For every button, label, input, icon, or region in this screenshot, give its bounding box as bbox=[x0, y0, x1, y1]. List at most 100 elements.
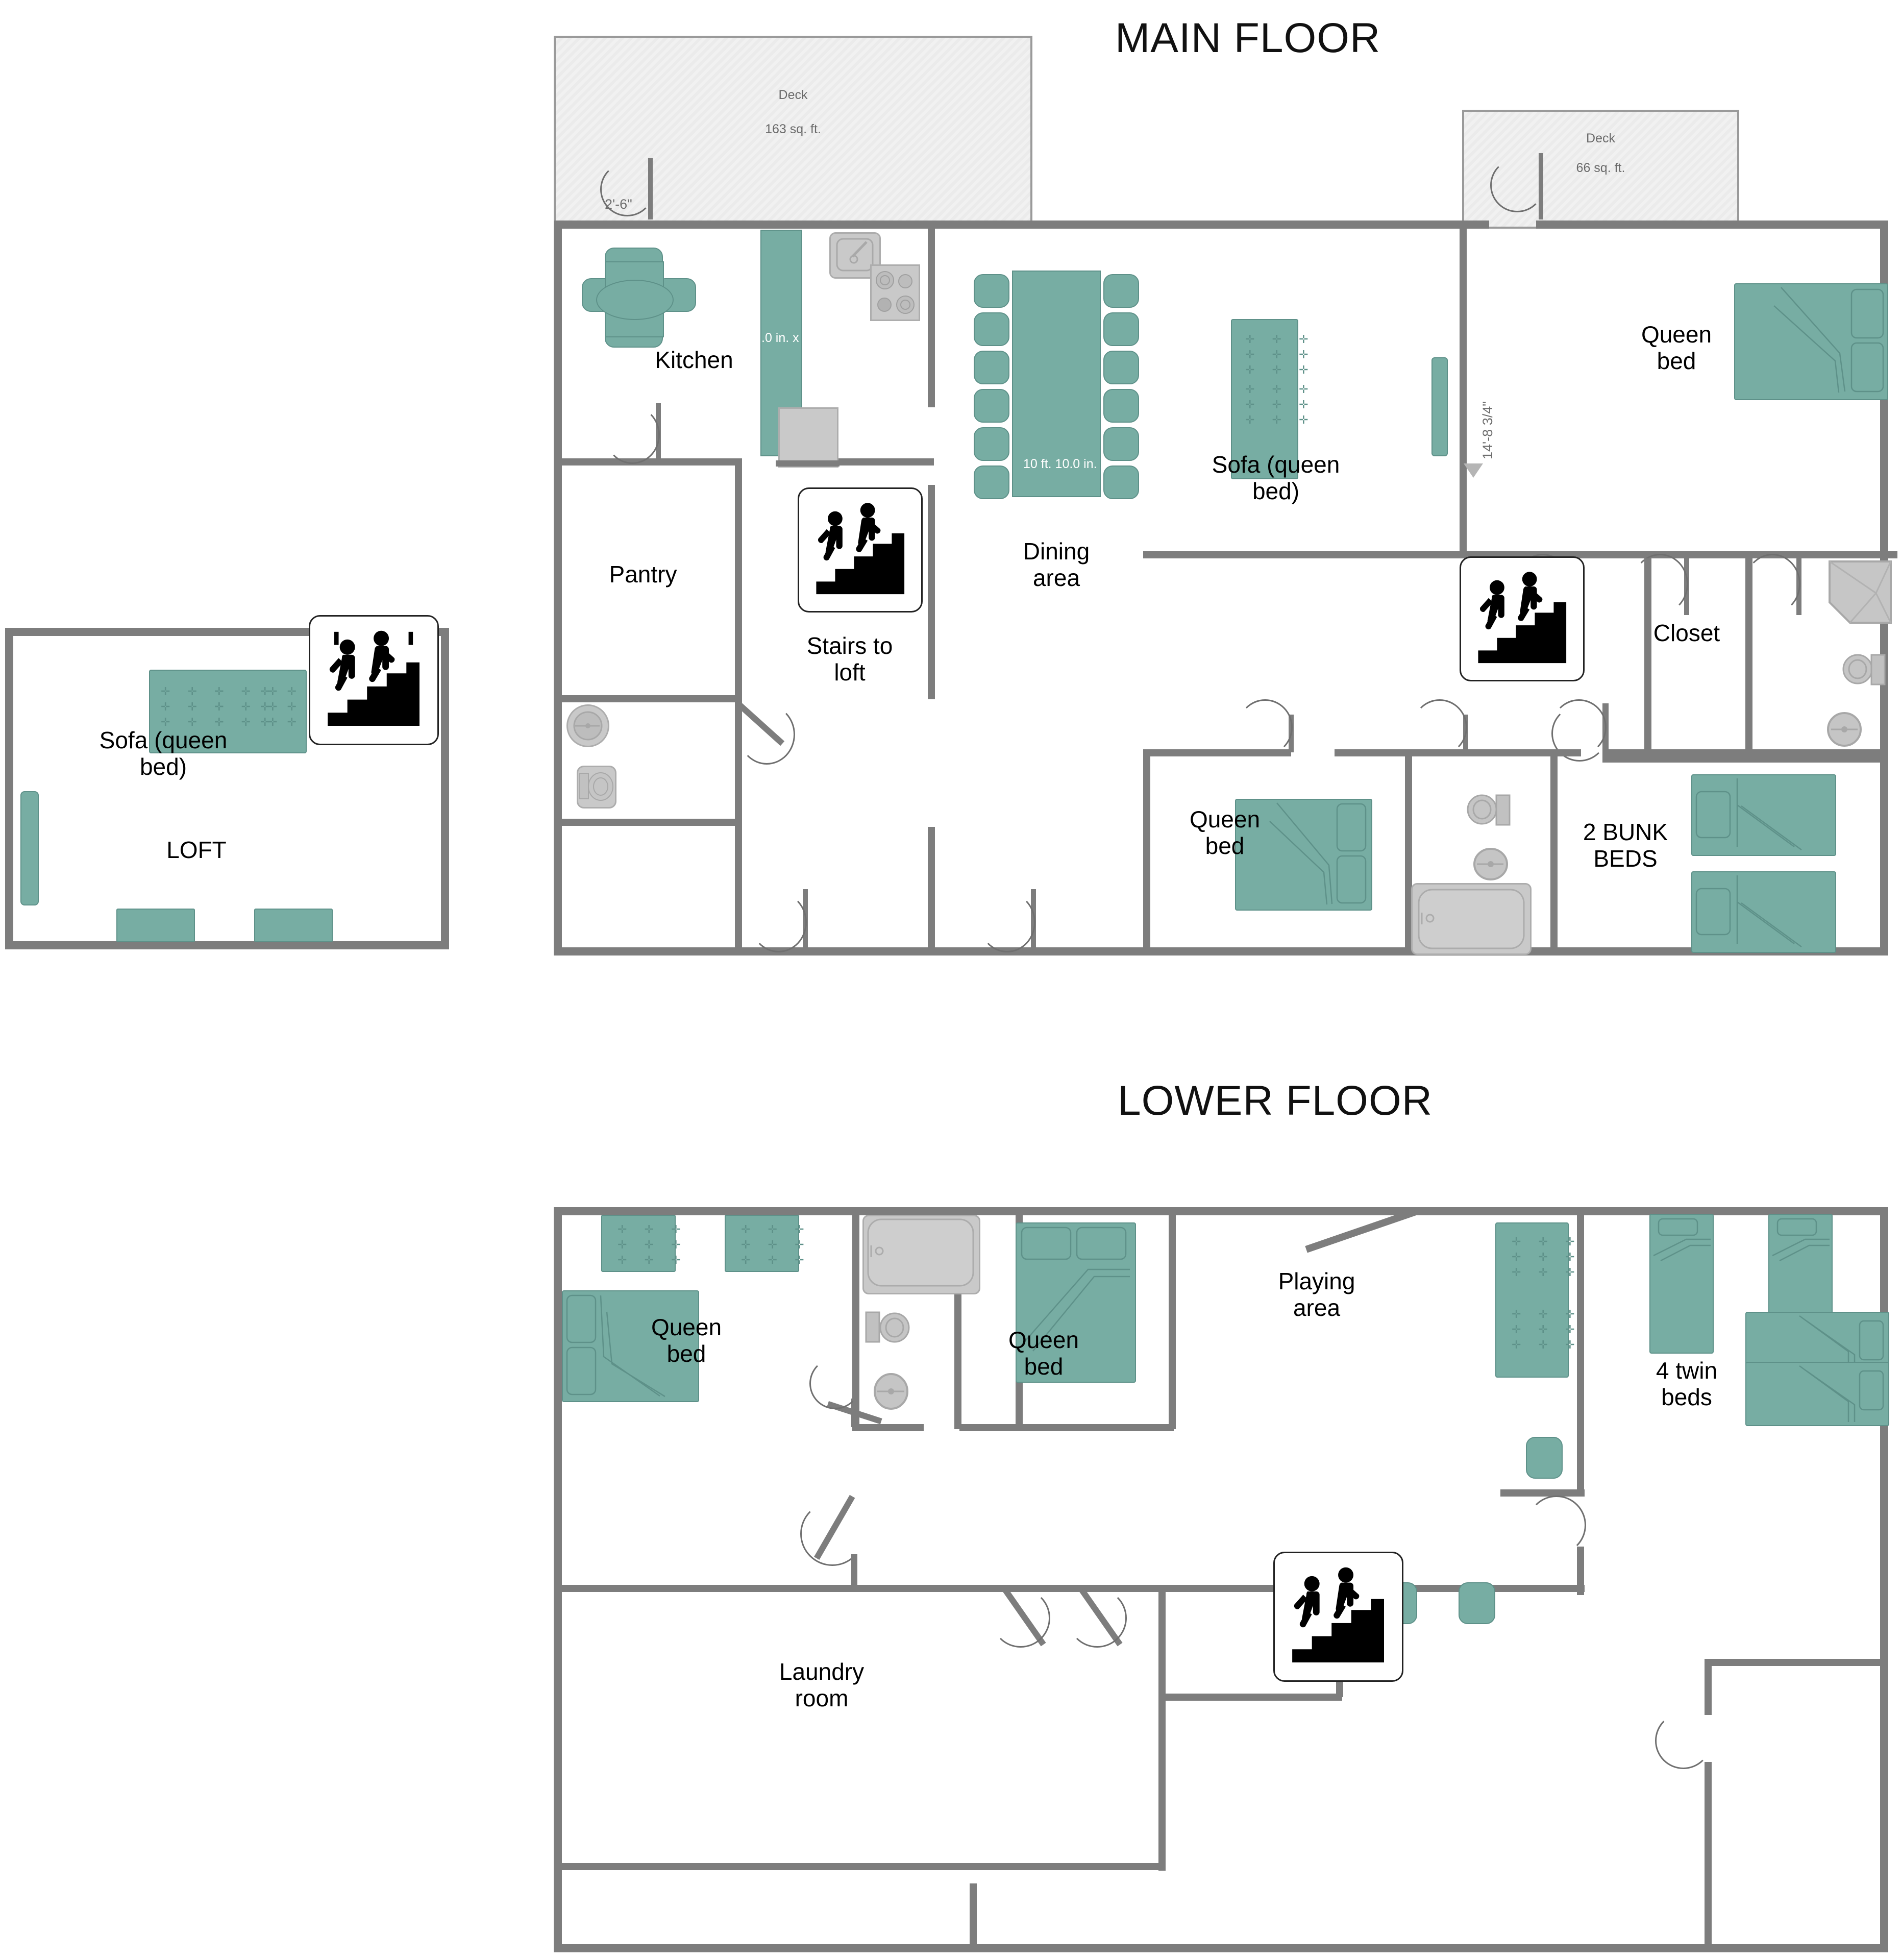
lower-wall-left bbox=[554, 1207, 562, 1952]
dining-chair-r2 bbox=[1103, 312, 1139, 346]
lower-toilet-icon bbox=[865, 1304, 919, 1353]
door-swing-kitchen-pantry bbox=[605, 406, 660, 464]
dining-chair-r4 bbox=[1103, 389, 1139, 423]
stove-icon bbox=[870, 264, 920, 321]
lower-bathtub-icon bbox=[862, 1215, 980, 1294]
lower-wall-bottom-stub bbox=[970, 1883, 977, 1950]
door-swing-br-3 bbox=[1551, 699, 1607, 755]
lower-wall-play-bottom-jog bbox=[1500, 1489, 1585, 1497]
lower-sofa-b bbox=[725, 1215, 799, 1272]
label-pantry: Pantry bbox=[609, 561, 677, 587]
exterior-wall-left bbox=[554, 220, 562, 955]
wall-pantry-right bbox=[735, 458, 742, 698]
wall-bath-right bbox=[1550, 753, 1558, 955]
wall-br-left bbox=[1143, 750, 1150, 954]
loft-tv bbox=[20, 791, 39, 905]
door-swing-br-1 bbox=[1238, 699, 1293, 755]
lower-door-swing-twin bbox=[1527, 1496, 1586, 1555]
label-dining-area: Dining area bbox=[1023, 538, 1090, 591]
lower-queen-bed-mid bbox=[1016, 1222, 1136, 1383]
sofa-queen-bed-main bbox=[1231, 319, 1298, 479]
deck-66-label: Deck bbox=[1586, 131, 1615, 145]
label-loft-sofa: Sofa (queen bed) bbox=[99, 727, 228, 780]
lower-wall-br2-bottom bbox=[1021, 1424, 1174, 1431]
lower-wall-laundry-top bbox=[554, 1585, 1161, 1592]
dining-chair-l5 bbox=[974, 427, 1009, 461]
wall-closet-bottom bbox=[1602, 755, 1888, 763]
label-playing-area: Playing area bbox=[1278, 1268, 1355, 1321]
lower-wall-closet-left-lower bbox=[1705, 1762, 1712, 1951]
deck-door-swing bbox=[600, 162, 654, 216]
refrigerator-icon bbox=[778, 407, 838, 468]
wall-br-top-4 bbox=[1605, 749, 1888, 756]
stairs-people-icon-lower[interactable] bbox=[1273, 1552, 1403, 1682]
label-queen-bed-lower: Queen bed bbox=[1189, 806, 1261, 859]
deck-66-area: 66 sq. ft. bbox=[1576, 161, 1625, 175]
lower-wall-closet-top bbox=[1705, 1659, 1888, 1666]
shower-icon bbox=[1827, 556, 1893, 628]
wall-pantry-top-left bbox=[554, 458, 737, 465]
exterior-wall-top-deck-jog bbox=[1460, 220, 1489, 229]
lower-wall-top-left bbox=[554, 1207, 1301, 1215]
stairs-people-icon-main-right[interactable] bbox=[1460, 556, 1585, 681]
dining-chair-l2 bbox=[974, 312, 1009, 346]
wall-stairs-left-lower bbox=[928, 827, 935, 954]
tv-console-main bbox=[1431, 357, 1448, 456]
loft-wall-bottom bbox=[5, 941, 449, 949]
label-lower-queen-left: Queen bed bbox=[651, 1314, 722, 1367]
lower-play-stool-3 bbox=[1459, 1582, 1495, 1624]
bunk-bed-upper bbox=[1691, 774, 1836, 856]
dining-chair-l3 bbox=[974, 351, 1009, 384]
queen-bed-main-lower bbox=[1235, 799, 1372, 911]
toilet-icon-hall bbox=[1461, 786, 1514, 833]
exterior-wall-top-mid bbox=[1031, 220, 1460, 229]
queen-bed-main-upper bbox=[1734, 283, 1888, 400]
wall-kitchen-right bbox=[928, 229, 935, 407]
door-swing-bottom-2 bbox=[979, 892, 1035, 952]
wall-pantry-bottom bbox=[554, 695, 742, 702]
exterior-wall-bottom bbox=[554, 947, 1888, 955]
dining-chair-r5 bbox=[1103, 427, 1139, 461]
dimension-2-6: 2'-6" bbox=[605, 197, 632, 212]
label-four-twin-beds: 4 twin beds bbox=[1656, 1357, 1718, 1410]
lower-door-swing-hall-a bbox=[800, 1502, 865, 1566]
main-floor-title: MAIN FLOOR bbox=[1115, 15, 1381, 61]
lower-floor-title: LOWER FLOOR bbox=[1118, 1077, 1433, 1124]
loft-bench-left bbox=[116, 909, 195, 942]
stairs-people-icon-loft[interactable] bbox=[798, 487, 923, 612]
label-bunk-beds: 2 BUNK BEDS bbox=[1583, 819, 1668, 872]
lower-door-swing-bath bbox=[809, 1358, 861, 1409]
wall-stairs-left bbox=[928, 485, 935, 699]
dining-table bbox=[1012, 271, 1101, 497]
label-sofa-queen-bed-main: Sofa (queen bed) bbox=[1212, 451, 1340, 504]
exterior-wall-top-right bbox=[1536, 220, 1888, 229]
door-swing-bath bbox=[738, 704, 795, 765]
dining-chair-r6 bbox=[1103, 465, 1139, 499]
exterior-wall-top-left bbox=[554, 220, 1031, 229]
toilet-icon bbox=[577, 766, 616, 808]
stairs-people-icon-loft-badge[interactable] bbox=[309, 615, 439, 745]
label-queen-bed-upper: Queen bed bbox=[1641, 321, 1712, 374]
loft-wall-left bbox=[5, 628, 13, 949]
door-swing-br-2 bbox=[1412, 699, 1467, 755]
lower-wall-laundry-right bbox=[1158, 1585, 1166, 1871]
lower-hall-jamb bbox=[851, 1554, 857, 1590]
dimension-14-8: 14'-8 3/4" bbox=[1480, 401, 1495, 459]
door-swing-bottom-1 bbox=[750, 892, 807, 952]
wall-lowerleft-right bbox=[735, 698, 742, 953]
wash-basin-icon bbox=[566, 704, 609, 747]
lower-wall-stairs-bottom bbox=[1158, 1694, 1342, 1701]
loft-bench-right bbox=[254, 909, 333, 942]
dining-chair-r1 bbox=[1103, 274, 1139, 308]
deck2-door-swing bbox=[1490, 158, 1544, 212]
lower-wall-twin-jamb bbox=[1577, 1547, 1584, 1595]
loft-wall-right bbox=[441, 628, 449, 949]
loft-sofa-queen-bed bbox=[149, 670, 307, 753]
deck-163-area: 163 sq. ft. bbox=[765, 122, 821, 136]
label-loft: LOFT bbox=[166, 837, 227, 863]
dimension-arrow bbox=[1464, 463, 1483, 478]
lower-sofa-a bbox=[601, 1215, 676, 1272]
wash-basin-icon-hall bbox=[1469, 842, 1513, 886]
dining-chair-l4 bbox=[974, 389, 1009, 423]
label-closet: Closet bbox=[1653, 620, 1720, 646]
